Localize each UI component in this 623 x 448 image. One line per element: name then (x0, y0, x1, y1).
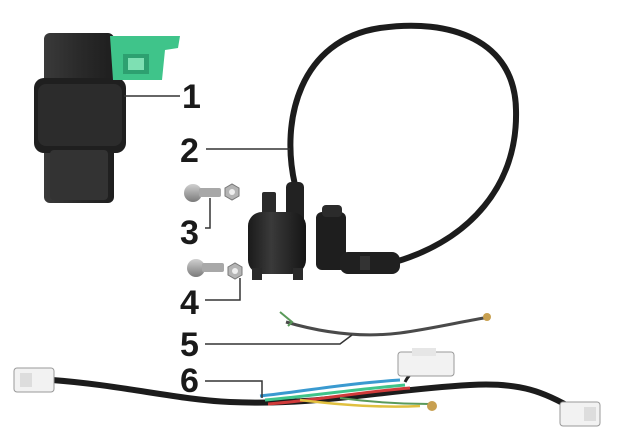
cdi-green-connector (110, 36, 180, 80)
callout-6: 6 (180, 362, 199, 400)
ground-wire (279, 311, 491, 337)
callout-4: 4 (180, 284, 199, 322)
callout-3: 3 (180, 214, 199, 252)
cdi-unit (34, 33, 180, 203)
callout-2: 2 (180, 132, 199, 170)
bolt-nut-set-4 (187, 259, 243, 280)
leader-line-5 (205, 334, 353, 345)
callout-1: 1 (182, 78, 201, 116)
harness-connector-left (13, 367, 55, 393)
bolt-nut-set-3 (184, 183, 240, 202)
ignition-coil (248, 192, 306, 280)
leader-lines (124, 95, 353, 398)
leader-line-3 (205, 198, 211, 229)
callout-5: 5 (180, 326, 199, 364)
leader-line-4 (205, 278, 241, 301)
harness-connector-middle (397, 348, 455, 377)
wire-harness (13, 348, 601, 427)
ignition-coil-assembly (248, 22, 520, 280)
leader-line-6 (205, 380, 263, 398)
harness-connector-right (559, 401, 601, 427)
spark-plug-cap (316, 205, 400, 274)
